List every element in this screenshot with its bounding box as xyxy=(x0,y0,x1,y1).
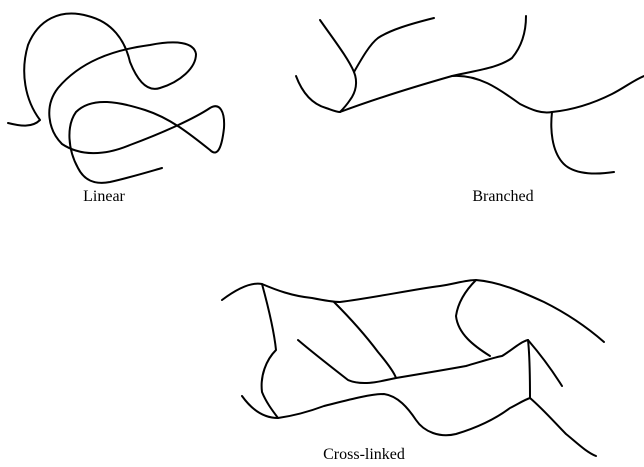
crosslinked-label: Cross-linked xyxy=(323,446,405,464)
branch-3 xyxy=(296,76,340,112)
branch-5 xyxy=(551,112,614,174)
branch-4 xyxy=(452,16,526,76)
linear-label: Linear xyxy=(83,188,125,206)
linear-chain xyxy=(8,14,224,183)
branched-label: Branched xyxy=(472,188,533,206)
crosslinked-bottom-chain xyxy=(242,394,596,456)
branch-1 xyxy=(320,20,356,112)
crosslink-5 xyxy=(528,340,562,386)
crosslink-2 xyxy=(334,302,396,378)
crosslink-3 xyxy=(456,280,490,356)
crosslink-4 xyxy=(528,340,530,398)
crosslinked-middle-chain xyxy=(298,340,528,383)
linear-polymer-figure xyxy=(8,14,224,183)
branched-polymer-figure xyxy=(296,16,644,174)
crosslinked-top-chain xyxy=(222,280,604,342)
branch-2 xyxy=(354,18,434,72)
branched-backbone xyxy=(340,76,644,113)
crosslinked-polymer-figure xyxy=(222,280,604,456)
crosslink-1 xyxy=(262,284,278,418)
